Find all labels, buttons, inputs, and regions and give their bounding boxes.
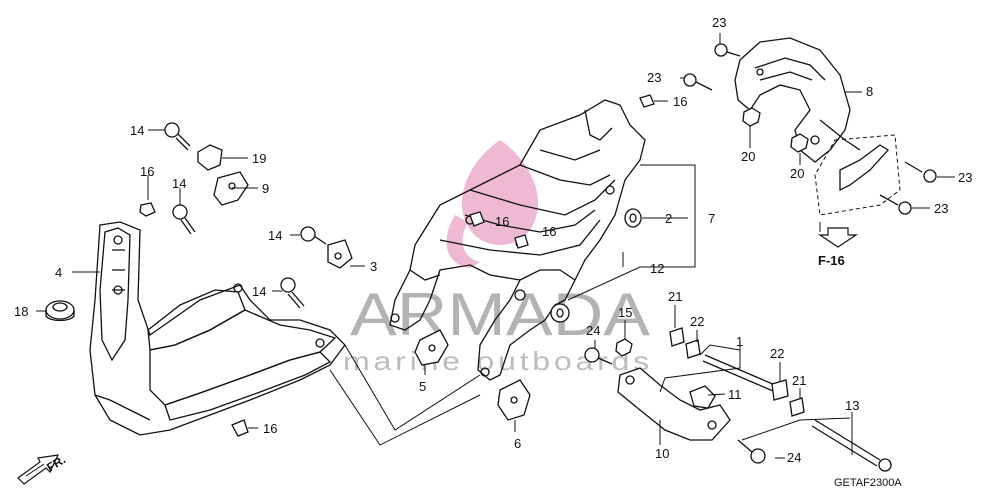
callout-8: 8 [866, 84, 873, 99]
collar-part-22-b [771, 379, 789, 401]
callout-24: 24 [586, 323, 600, 338]
callout-16: 16 [263, 421, 277, 436]
callout-14: 14 [252, 284, 266, 299]
bracket-part-6 [497, 379, 531, 421]
callout-21: 21 [668, 289, 682, 304]
callout-23: 23 [958, 170, 972, 185]
bolt-part-13 [811, 419, 892, 472]
callout-2: 2 [665, 211, 672, 226]
callout-12: 12 [650, 261, 664, 276]
callout-labels: 23 23 16 8 14 19 16 9 14 20 20 23 23 16 … [14, 15, 972, 465]
callout-16: 16 [140, 164, 154, 179]
callout-11: 11 [728, 387, 742, 402]
callout-5: 5 [419, 379, 426, 394]
nut-part-20-b [790, 133, 809, 153]
clip-part-16-e [231, 419, 249, 437]
bracket-part-5 [414, 329, 449, 366]
diagram-code: GETAF2300A [834, 477, 902, 489]
collar-part-22-a [685, 339, 701, 359]
bolt-part-23-a [714, 43, 741, 57]
callout-6: 6 [514, 436, 521, 451]
callout-18: 18 [14, 304, 28, 319]
link-part-10 [617, 367, 731, 441]
callout-19: 19 [252, 151, 266, 166]
callout-21: 21 [792, 373, 806, 388]
bushing-part-2 [624, 208, 642, 228]
leader-lines [36, 33, 955, 459]
bolt-part-23-c [904, 161, 937, 183]
bushing-part-12 [550, 303, 570, 323]
callout-14: 14 [268, 228, 282, 243]
clamp-part-19 [197, 144, 223, 171]
callout-10: 10 [655, 446, 669, 461]
bolt-part-14-c [300, 226, 327, 245]
clip-part-16-d [639, 94, 655, 108]
bolt-part-14-a [164, 122, 191, 151]
watermark-tagline: marine outboards [343, 346, 653, 376]
clip-part-16-b [469, 211, 485, 227]
nut-part-16-a [139, 202, 156, 217]
front-direction-label: FR. [44, 452, 68, 474]
bolt-part-23-b [683, 73, 713, 91]
collar-part-21-b [789, 397, 805, 417]
callout-13: 13 [845, 398, 859, 413]
bracket-part-3 [327, 239, 353, 269]
callout-16: 16 [542, 224, 556, 239]
rear-frame-part-7 [389, 99, 646, 381]
dashed-detail-box [814, 134, 901, 216]
callout-9: 9 [262, 181, 269, 196]
front-direction-arrow: FR. [17, 452, 68, 485]
collar-part-21-a [669, 327, 685, 347]
callout-24: 24 [787, 450, 801, 465]
callout-1: 1 [736, 334, 743, 349]
callout-4: 4 [55, 265, 62, 280]
nut-part-20-a [742, 107, 761, 127]
callout-16: 16 [495, 214, 509, 229]
bolt-part-23-d [879, 194, 912, 215]
callout-23: 23 [712, 15, 726, 30]
callout-22: 22 [770, 346, 784, 361]
watermark-emblem-hook [446, 215, 480, 268]
front-frame-part-4 [89, 221, 346, 436]
callout-7: 7 [708, 211, 715, 226]
bolt-part-24-b [737, 439, 766, 464]
callout-22: 22 [690, 314, 704, 329]
shaft-part-1 [702, 354, 776, 392]
callout-23: 23 [934, 201, 948, 216]
grommet-part-18 [45, 300, 75, 322]
bracket-part-11 [689, 385, 716, 409]
bracket-part-9 [213, 171, 249, 206]
callout-14: 14 [172, 176, 186, 191]
callout-16: 16 [673, 94, 687, 109]
callout-15: 15 [618, 305, 632, 320]
bolt-part-14-b [172, 204, 196, 235]
callout-20: 20 [790, 166, 804, 181]
callout-20: 20 [741, 149, 755, 164]
section-ref-label: F-16 [818, 253, 845, 268]
bolt-part-14-d [280, 277, 305, 309]
section-ref-arrow: F-16 [818, 227, 858, 268]
callout-14: 14 [130, 123, 144, 138]
bolt-part-24-a [584, 347, 613, 365]
clip-part-16-c [514, 234, 529, 249]
callout-3: 3 [370, 259, 377, 274]
watermark-brand: ARMADA [350, 281, 650, 348]
callout-23: 23 [647, 70, 661, 85]
